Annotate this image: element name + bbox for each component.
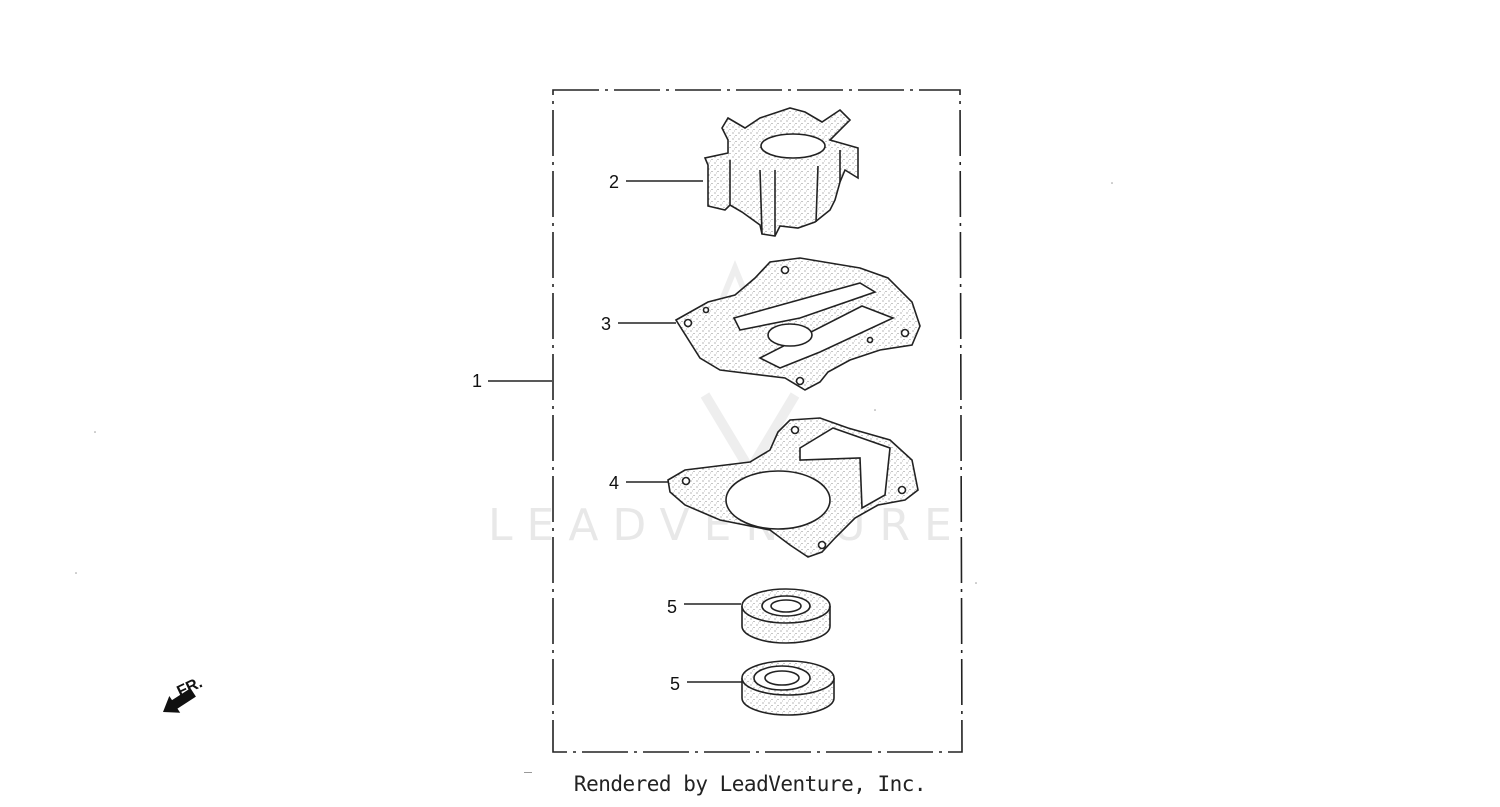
oil-seal-upper-part: [741, 588, 831, 644]
callout-2: 2: [609, 172, 619, 192]
callout-5-upper: 5: [667, 597, 677, 617]
callout-1: 1: [472, 371, 482, 391]
gasket-upper-part: [674, 257, 921, 391]
impeller-part: [703, 107, 859, 237]
callout-3: 3: [601, 314, 611, 334]
render-credit: Rendered by LeadVenture, Inc.: [573, 772, 927, 796]
oil-seal-lower-part: [741, 660, 835, 716]
callout-5-lower: 5: [670, 674, 680, 694]
front-direction-arrow-icon: [163, 688, 196, 713]
front-direction-label: FR.: [175, 674, 206, 700]
callout-4: 4: [609, 473, 619, 493]
scan-specks: [75, 182, 1113, 773]
gasket-lower-part: [667, 417, 919, 558]
kit-frame: [552, 89, 963, 753]
